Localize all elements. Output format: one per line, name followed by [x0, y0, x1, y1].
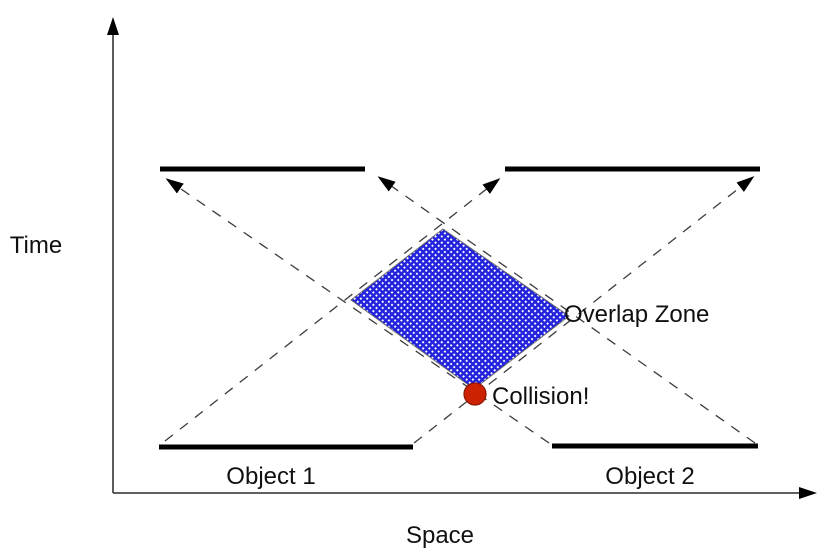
object2-right-edge-trajectory — [377, 176, 756, 444]
overlap-zone-hatch-b — [351, 229, 569, 389]
x-axis-label: Space — [406, 522, 474, 549]
object1-left-edge-trajectory — [164, 178, 501, 442]
collision-label: Collision! — [492, 383, 589, 410]
y-axis-label: Time — [10, 232, 62, 259]
object1-label: Object 1 — [226, 463, 315, 490]
object2-left-edge-trajectory — [165, 178, 550, 444]
collision-dot — [463, 382, 487, 406]
object2-label: Object 2 — [605, 463, 694, 490]
object1-right-edge-trajectory — [413, 176, 755, 444]
overlap-zone-label: Overlap Zone — [564, 301, 709, 328]
